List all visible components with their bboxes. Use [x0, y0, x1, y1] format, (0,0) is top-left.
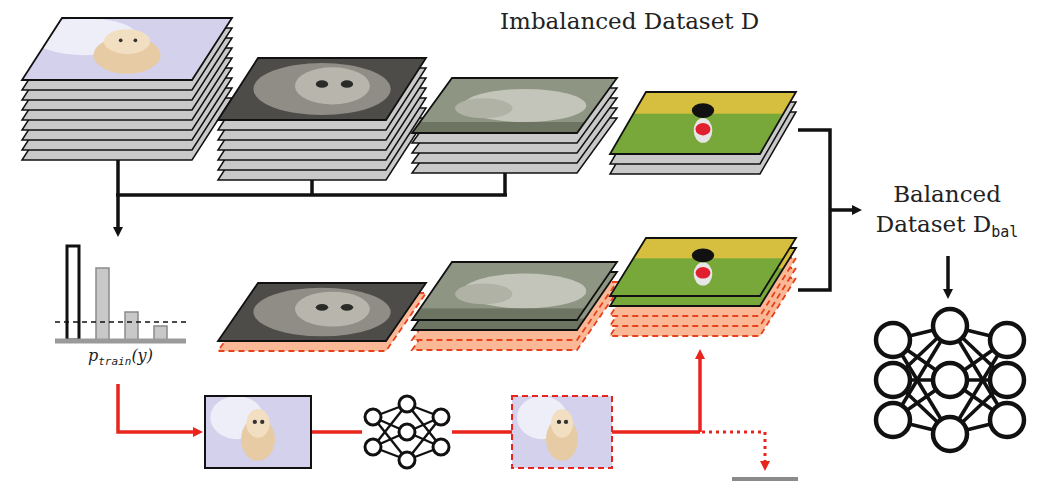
cat: [253, 63, 390, 115]
photo-bg: [412, 78, 617, 133]
label-text: train: [98, 355, 131, 368]
net-neuron: [365, 409, 381, 425]
red-arrow: [698, 354, 702, 432]
image-outline: [610, 238, 796, 296]
net-neuron: [365, 439, 381, 455]
dog: [119, 38, 123, 42]
dog: [104, 29, 150, 54]
image-outline: [610, 92, 796, 154]
neural-network: [365, 396, 449, 468]
photo-bg: [412, 308, 617, 320]
photo-bg: [412, 122, 617, 133]
photo-frame: [205, 396, 311, 468]
distribution-label: ptrain(y): [88, 346, 153, 365]
net-neuron: [399, 396, 415, 412]
arrow: [946, 256, 950, 294]
net-neuron: [990, 323, 1024, 357]
label-text: (y): [131, 346, 153, 365]
bird: [696, 267, 711, 279]
label-text: p: [88, 346, 98, 365]
net-neuron: [399, 424, 415, 440]
discard-bar: [732, 477, 798, 481]
label-text: Balanced Dataset D: [876, 181, 1001, 237]
photo: [610, 238, 796, 296]
histogram: [55, 246, 186, 341]
cat: [295, 67, 370, 104]
net-neuron: [876, 323, 910, 357]
net-neuron: [876, 403, 910, 437]
bird: [694, 118, 713, 143]
dog: [557, 420, 561, 424]
net-neuron: [399, 452, 415, 468]
cat: [316, 80, 328, 87]
net-neuron: [433, 439, 449, 455]
net-neuron: [933, 309, 967, 343]
photo: [412, 262, 617, 320]
label-text: Imbalanced Dataset D: [500, 8, 759, 34]
photo-bg: [218, 283, 426, 341]
bird: [694, 262, 713, 285]
red-arrow: [118, 384, 198, 432]
dog: [551, 409, 573, 438]
net-neuron: [990, 403, 1024, 437]
balanced-title: Balanced Dataset Dbal: [862, 180, 1032, 240]
generated-photo-frame: [512, 396, 612, 468]
cat: [341, 304, 353, 311]
image-outline: [22, 18, 232, 80]
dog: [246, 409, 269, 438]
arrow: [830, 208, 857, 212]
image-outline: [412, 262, 617, 320]
photo-bg: [610, 92, 796, 154]
image-outline: [218, 283, 426, 341]
rhino: [455, 283, 512, 304]
net-neuron: [933, 417, 967, 451]
bird: [692, 248, 714, 262]
bird: [692, 103, 714, 118]
rhino: [455, 98, 512, 118]
red-line: [312, 430, 700, 434]
cat: [295, 292, 370, 327]
cat: [316, 304, 328, 311]
dog: [134, 38, 138, 42]
photo: [205, 396, 311, 468]
bracket: [116, 160, 507, 195]
photo: [412, 78, 617, 133]
net-neuron: [933, 363, 967, 397]
neural-network: [876, 309, 1024, 451]
label-text: bal: [991, 223, 1018, 241]
photo-bg: [205, 396, 311, 468]
photo-bg: [22, 18, 232, 80]
photo: [512, 396, 612, 468]
photo-bg: [218, 58, 426, 120]
dog: [260, 420, 264, 424]
photo: [22, 18, 232, 80]
image-outline: [412, 78, 617, 133]
bracket: [798, 130, 830, 290]
net-neuron: [433, 409, 449, 425]
cat: [253, 288, 390, 337]
dataset-title: Imbalanced Dataset D: [500, 8, 759, 34]
photo-bg: [512, 396, 612, 468]
dog: [253, 420, 257, 424]
photo: [218, 283, 426, 341]
red-dotted-arrow: [702, 432, 765, 466]
arrow: [116, 195, 120, 232]
bird: [696, 123, 711, 135]
net-neuron: [876, 363, 910, 397]
photo: [610, 92, 796, 154]
cat: [341, 80, 353, 87]
net-neuron: [990, 363, 1024, 397]
image-outline: [218, 58, 426, 120]
dog: [564, 420, 568, 424]
photo-bg: [412, 262, 617, 320]
photo: [218, 58, 426, 120]
photo-bg: [610, 238, 796, 296]
